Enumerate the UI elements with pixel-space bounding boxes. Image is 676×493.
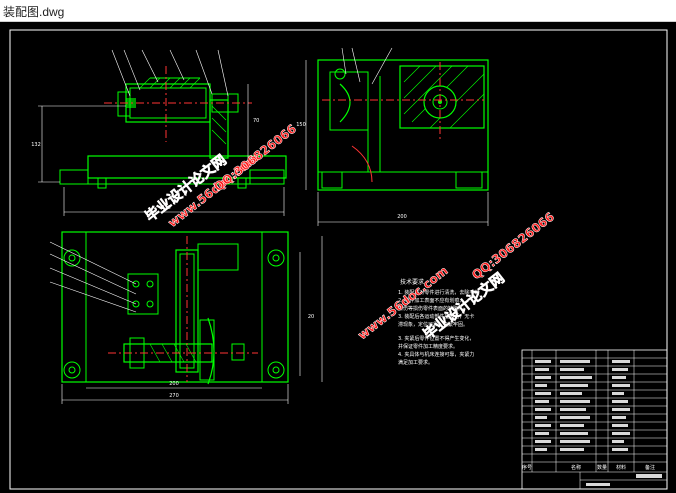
- tech-requirements: 技术要求 1. 装配前对零件进行清洗，去除毛刺 2. 零件加工表面不应有划痕、 …: [398, 278, 479, 366]
- svg-text:备注: 备注: [645, 464, 655, 471]
- svg-text:4. 夹具体与机床连接可靠，夹紧力: 4. 夹具体与机床连接可靠，夹紧力: [398, 351, 474, 358]
- dim-top-height: 20: [308, 314, 314, 320]
- svg-text:满足加工要求。: 满足加工要求。: [398, 359, 433, 366]
- cad-canvas[interactable]: 210 132 70: [0, 22, 676, 493]
- front-view: 210 132 70: [31, 49, 287, 216]
- dim-top-inner: 200: [169, 381, 179, 387]
- title-block: 序号 名称 数量 材料 备注: [521, 349, 668, 490]
- svg-text:并保证零件加工精度要求。: 并保证零件加工精度要求。: [398, 343, 458, 350]
- dim-top-outer: 270: [169, 393, 179, 399]
- svg-text:擦伤等损伤零件表面的缺陷。: 擦伤等损伤零件表面的缺陷。: [398, 305, 463, 312]
- watermark-qq: QQ:306826066: [469, 210, 557, 283]
- dim-side-height: 150: [296, 122, 306, 128]
- side-view: 200 150: [296, 47, 489, 226]
- svg-text:2. 零件加工表面不应有划痕、: 2. 零件加工表面不应有划痕、: [398, 297, 464, 304]
- svg-text:3. 夹紧后零件位置不得产生变化，: 3. 夹紧后零件位置不得产生变化，: [398, 335, 474, 342]
- cad-drawing: 210 132 70: [9, 29, 668, 490]
- watermark-left: 毕业设计论文网 www.56doc.com: [142, 151, 261, 230]
- tech-title: 技术要求: [400, 278, 424, 286]
- svg-text:滞现象，定位可靠，夹紧牢固。: 滞现象，定位可靠，夹紧牢固。: [398, 321, 468, 328]
- window-title: 装配图.dwg: [3, 5, 65, 19]
- svg-text:1. 装配前对零件进行清洗，去除毛刺: 1. 装配前对零件进行清洗，去除毛刺: [398, 289, 479, 296]
- dim-side-width: 200: [397, 214, 407, 220]
- dim-front-small: 70: [253, 118, 259, 124]
- watermark-right-qq: QQ:306826066: [469, 209, 557, 283]
- svg-text:3. 装配后各运动部件应灵活，无卡: 3. 装配后各运动部件应灵活，无卡: [398, 313, 474, 320]
- svg-text:材料: 材料: [616, 464, 626, 471]
- top-view: 200 270 20: [49, 231, 323, 404]
- dim-front-height: 132: [31, 142, 41, 148]
- svg-text:序号: 序号: [522, 464, 532, 471]
- dim-front-width: 210: [161, 205, 171, 211]
- svg-text:名称: 名称: [571, 464, 581, 471]
- drawing-border: [9, 29, 668, 490]
- window-titlebar: 装配图.dwg: [0, 0, 676, 22]
- svg-text:数量: 数量: [597, 464, 607, 471]
